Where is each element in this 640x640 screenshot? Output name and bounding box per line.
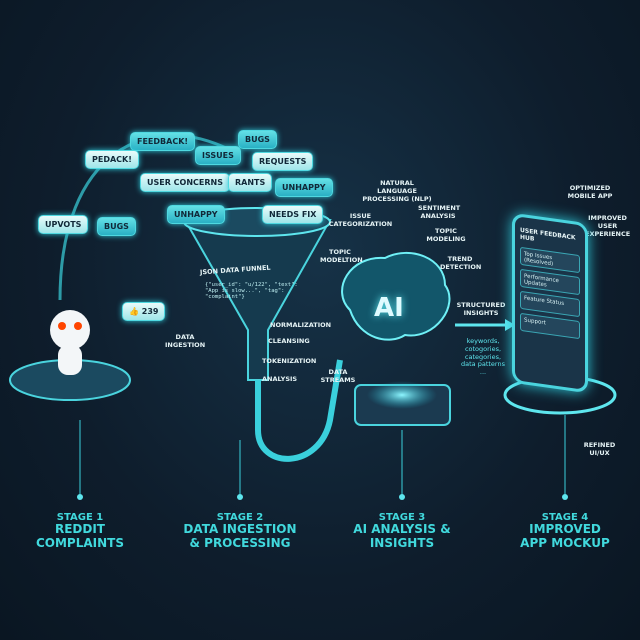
step-tokenization: TOKENIZATION (262, 357, 317, 365)
step-normalization: NORMALIZATION (270, 321, 332, 329)
like-count: 239 (141, 307, 159, 316)
step-analysis: ANALYSIS (262, 375, 298, 383)
app-row-support[interactable]: Support (520, 312, 580, 340)
stage-number: STAGE 4 (541, 512, 589, 523)
improved-ux-label: IMPROVED USER EXPERIENCE (585, 214, 631, 238)
insight-detail: keywords, cotogories, categories, data p… (461, 337, 505, 377)
bubble: UNHAPPY (275, 178, 333, 197)
stage-title: AI ANALYSIS & INSIGHTS (353, 522, 451, 550)
ai-label: AI (374, 293, 404, 323)
topic-modeltion-label: TOPIC MODELTION (320, 248, 363, 264)
sentiment-analysis-label: SENTIMENT ANALYSIS (418, 204, 461, 220)
bubble: FEEDBACK! (130, 132, 196, 151)
stage-title: DATA INGESTION & PROCESSING (183, 522, 297, 550)
bubble: UPVOTS (38, 215, 89, 234)
brain (341, 251, 451, 341)
bubble: REQUESTS (252, 152, 314, 171)
bubble: UNHAPPY (167, 205, 225, 224)
bubble: RANTS (228, 173, 273, 192)
stage-number: STAGE 2 (216, 512, 264, 523)
hub-title: USER FEEDBACK HUB (520, 226, 576, 243)
bubble: BUGS (238, 130, 277, 149)
stage-number: STAGE 3 (378, 512, 426, 523)
bubble: BUGS (97, 217, 136, 236)
bubble: NEEDS FIX (262, 205, 324, 224)
data-ingestion-label: DATA INGESTION (165, 333, 206, 349)
data-streams-label: DATA STREAMS (320, 368, 356, 384)
stage-title: IMPROVED APP MOCKUP (520, 522, 610, 550)
step-cleansing: CLEANSING (268, 337, 310, 345)
pipe (255, 359, 343, 462)
bubble: PEDACK! (85, 150, 139, 169)
app-mockup: USER FEEDBACK HUB Top Issues (Resolved) … (512, 212, 588, 394)
trend-detection-label: TREND DETECTION (440, 255, 482, 271)
refined-uiux-label: REFINED UI/UX (583, 441, 616, 457)
stage-number: STAGE 1 (56, 512, 104, 523)
json-snippet: {"user_id": "u/122", "text": "App is slo… (205, 282, 298, 300)
bubble: USER CONCERNS (140, 173, 230, 192)
like-count-badge: 👍 239 (122, 302, 166, 321)
nlp-label: NATURAL LANGUAGE PROCESSING (NLP) (362, 179, 432, 203)
stage-title: REDDIT COMPLAINTS (35, 522, 124, 550)
optimized-app-label: OPTIMIZED MOBILE APP (567, 184, 613, 200)
topic-modeling-label: TOPIC MODELING (426, 227, 466, 243)
structured-insights-label: STRUCTURED INSIGHTS (456, 301, 506, 317)
funnel-shape (183, 219, 332, 381)
issue-categorization-label: ISSUE CATEGORIZATION (328, 212, 393, 228)
bubble: ISSUES (195, 146, 241, 165)
